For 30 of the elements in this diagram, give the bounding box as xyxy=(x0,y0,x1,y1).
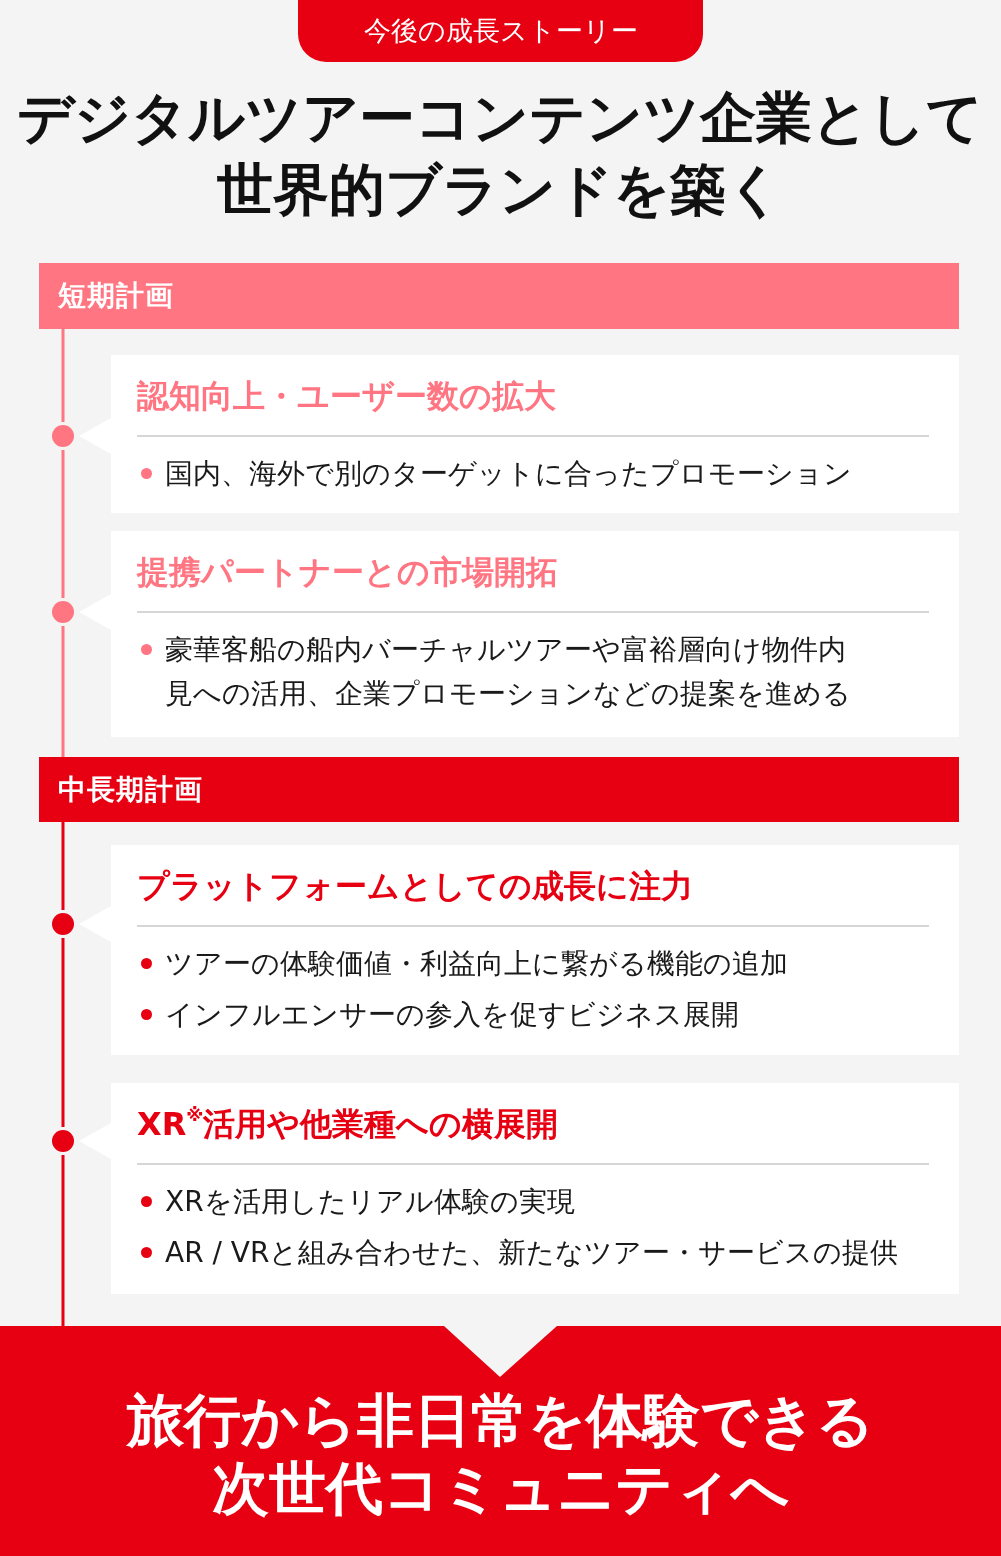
plan-card xyxy=(79,1083,959,1294)
plan-card xyxy=(79,845,959,1055)
section-bar: 短期計画 xyxy=(39,263,959,329)
card-heading: 提携パートナーとの市場開拓 xyxy=(137,552,558,593)
bullet-text: ツアーの体験価値・利益向上に繋がる機能の追加 xyxy=(165,946,788,982)
section-bar: 中長期計画 xyxy=(39,757,959,822)
timeline-dot-icon xyxy=(52,1130,74,1152)
timeline-dot-icon xyxy=(52,425,74,447)
bullet-text: 豪華客船の船内バーチャルツアーや富裕層向け物件内見への活用、企業プロモーションなどの提案を進める xyxy=(165,632,852,712)
story-tab: 今後の成長ストーリー xyxy=(298,0,703,62)
title: デジタルツアーコンテンツ企業として世界的ブランドを築く xyxy=(16,84,984,224)
bullet-text: AR / VRと組み合わせた、新たなツアー・サービスの提供 xyxy=(165,1235,899,1271)
timeline-line xyxy=(61,450,65,598)
timeline-dot-icon xyxy=(52,913,74,935)
conclusion-banner xyxy=(0,1326,1001,1556)
timeline-line xyxy=(61,822,65,910)
timeline-line xyxy=(61,938,65,1127)
plan-card xyxy=(79,355,959,513)
timeline-line xyxy=(61,329,65,422)
conclusion-text: 旅行から非日常を体験できる次世代コミュニティへ xyxy=(125,1386,875,1522)
card-heading: プラットフォームとしての成長に注力 xyxy=(137,866,693,907)
plan-card xyxy=(79,531,959,737)
timeline-line xyxy=(61,1155,65,1326)
timeline-line xyxy=(61,626,65,757)
card-heading: XR$^{※}$活用や他業種への横展開 xyxy=(137,1103,559,1145)
bullet-text: 国内、海外で別のターゲットに合ったプロモーション xyxy=(165,456,852,492)
timeline-dot-icon xyxy=(52,601,74,623)
card-heading: 認知向上・ユーザー数の拡大 xyxy=(137,376,556,417)
bullet-text: XRを活用したリアル体験の実現 xyxy=(165,1184,575,1220)
bullet-text: インフルエンサーの参入を促すビジネス展開 xyxy=(165,997,739,1033)
